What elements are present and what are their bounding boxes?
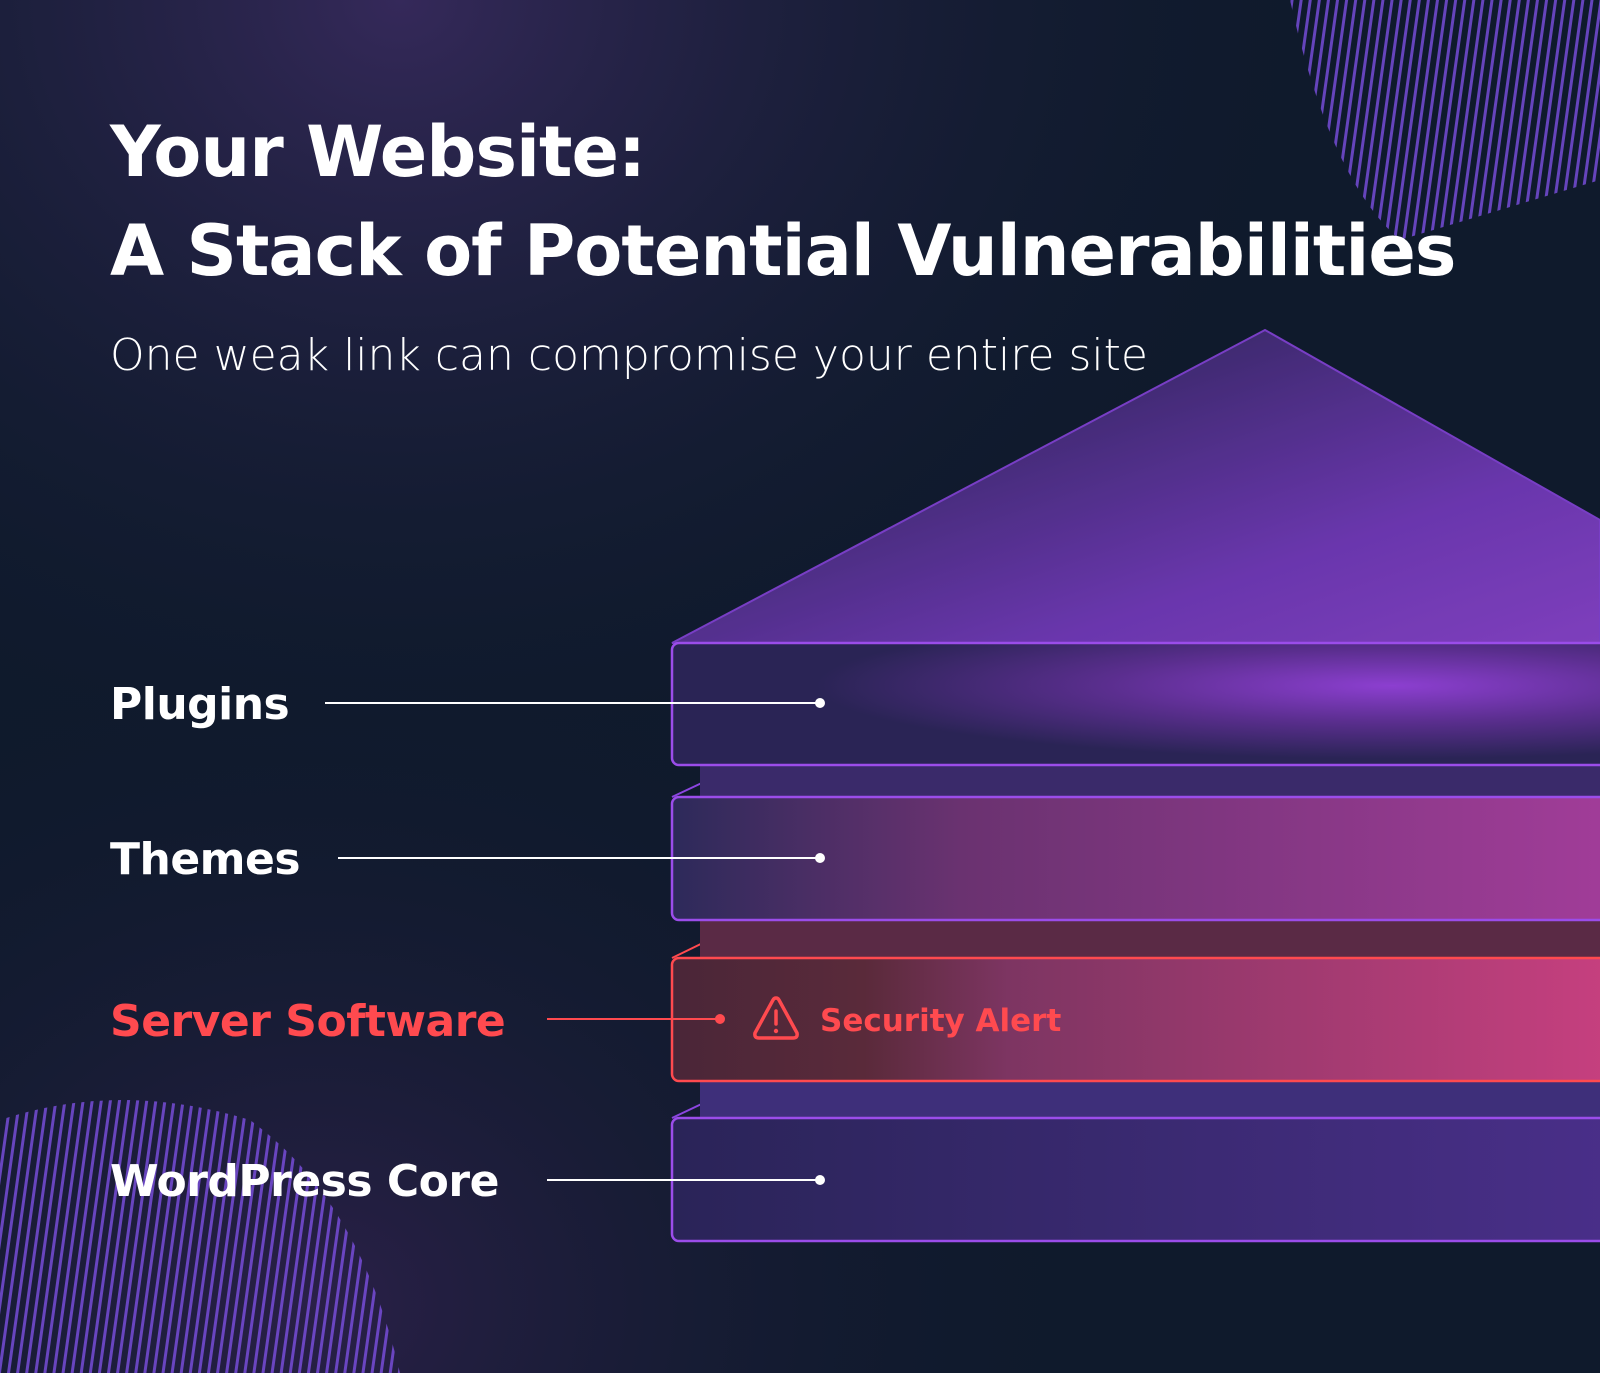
- label-themes: Themes: [110, 834, 300, 885]
- leader-dot-plugins: [815, 698, 825, 708]
- leader-dot-server-software: [715, 1014, 725, 1024]
- leader-dot-wordpress-core: [815, 1175, 825, 1185]
- security-alert-text: Security Alert: [820, 1003, 1061, 1039]
- warning-triangle-icon: [753, 996, 799, 1040]
- layer-server-software: [670, 956, 1600, 1083]
- label-plugins: Plugins: [110, 679, 289, 730]
- title-line-1: Your Website:: [109, 111, 645, 193]
- label-wordpress-core: WordPress Core: [110, 1156, 499, 1207]
- leader-dot-themes: [815, 853, 825, 863]
- label-server-software: Server Software: [110, 996, 505, 1047]
- decorative-stripes-bottom: [0, 1100, 400, 1373]
- decorative-stripes-top: [1290, 0, 1600, 240]
- subtitle: One weak link can compromise your entire…: [110, 330, 1148, 381]
- title-line-2: A Stack of Potential Vulnerabilities: [110, 210, 1455, 292]
